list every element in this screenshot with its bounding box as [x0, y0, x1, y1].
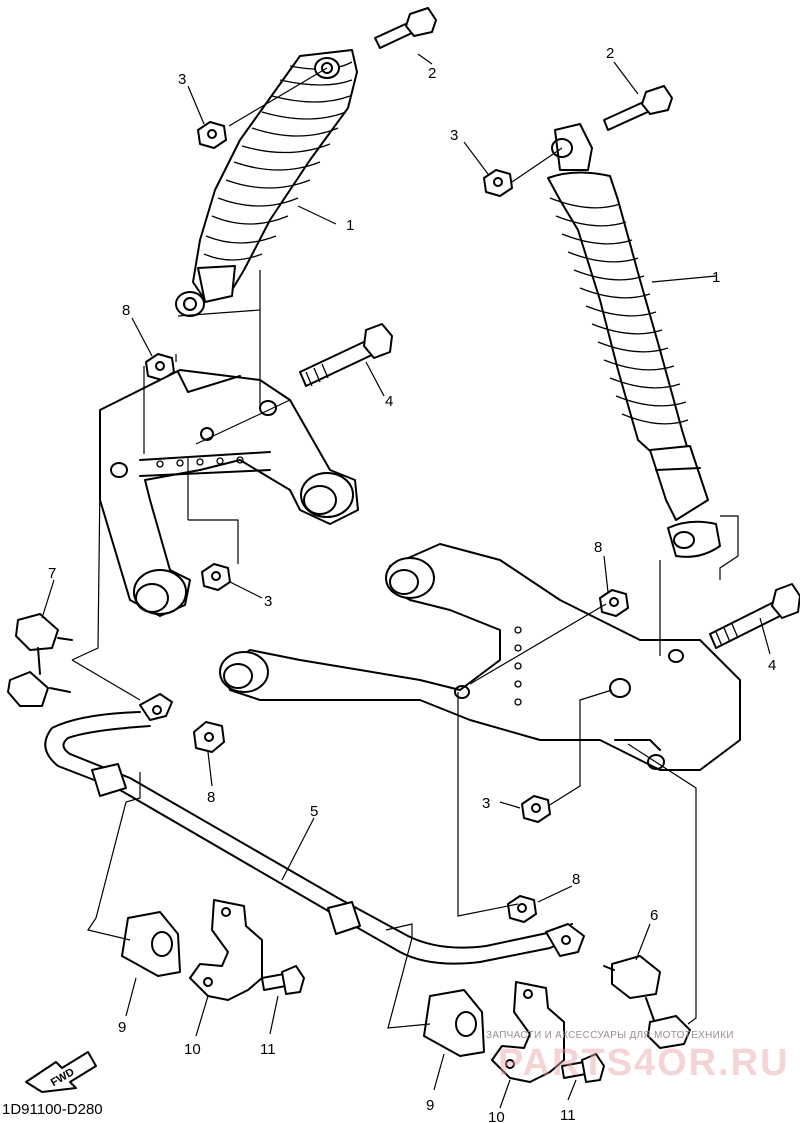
bushing-9-right	[423, 989, 485, 1057]
callout-2-right-bolt: 2	[606, 45, 614, 62]
bolt-2-left	[374, 7, 437, 49]
callout-6-link: 6	[650, 907, 658, 924]
leader-lines	[41, 53, 771, 1109]
link-rod-7	[7, 613, 73, 707]
bolt-11-left	[261, 965, 305, 995]
bolt-4-left	[299, 323, 393, 387]
forward-arrow: FWD	[25, 1051, 97, 1093]
callout-3-lower-right-nut: 3	[482, 795, 490, 812]
callout-3-right-top-nut: 3	[450, 127, 458, 144]
callout-10-right-bracket: 10	[488, 1109, 505, 1123]
callout-11-left-bolt: 11	[260, 1041, 276, 1058]
upper-arm-left	[99, 369, 359, 617]
left-shock-absorber	[175, 49, 358, 317]
nut-8-upper-right	[599, 589, 629, 617]
bolt-11-right	[561, 1053, 605, 1083]
callout-4-left-bolt: 4	[385, 393, 393, 410]
callout-1-left-shock: 1	[346, 217, 354, 234]
nut-8-upper-left	[145, 353, 175, 381]
callout-5-stabilizer: 5	[310, 803, 318, 820]
callout-8-right-stabilizer-nut: 8	[572, 871, 580, 888]
nut-3-middle-left	[201, 563, 231, 591]
callout-9-left-bushing: 9	[118, 1019, 126, 1036]
callout-11-right-bolt: 11	[560, 1107, 576, 1123]
callout-9-right-bushing: 9	[426, 1097, 434, 1114]
callout-8-left-upper-nut: 8	[122, 302, 130, 319]
watermark-logo: PARTS4OR.RU	[498, 1042, 790, 1084]
callout-7-link: 7	[48, 565, 56, 582]
callout-numbers: 2 3 1 8 4 3 7 8 5 9 10 11 2 3 1 8 4 3 8 …	[48, 45, 776, 1123]
nut-3-top-right	[483, 169, 513, 197]
diagram-code: 1D91100-D280	[2, 1101, 103, 1118]
nut-3-lower-right	[521, 795, 551, 823]
callout-10-left-bracket: 10	[184, 1041, 201, 1058]
nut-3-top-left	[197, 121, 227, 149]
nut-8-stabilizer-left	[193, 721, 225, 753]
callout-8-stabilizer-nut: 8	[207, 789, 215, 806]
lower-arm-right	[219, 543, 741, 771]
callout-3-middle-nut: 3	[264, 593, 272, 610]
bolt-4-right	[709, 583, 800, 649]
bushing-9-left	[121, 911, 181, 977]
bolt-2-right	[603, 85, 673, 131]
watermark-tagline: ЗАПЧАСТИ И АКСЕССУАРЫ ДЛЯ МОТОТЕХНИКИ	[486, 1030, 734, 1041]
callout-4-right-bolt: 4	[768, 657, 776, 674]
link-rod-6	[603, 955, 691, 1049]
stabilizer-bar	[44, 693, 585, 965]
nut-8-stabilizer-right	[507, 895, 537, 923]
callout-2-left-bolt: 2	[428, 65, 436, 82]
bracket-10-right	[491, 981, 565, 1083]
bracket-10-left	[189, 899, 263, 1001]
callout-8-right-upper-nut: 8	[594, 539, 602, 556]
callout-3-left-top-nut: 3	[178, 71, 186, 88]
callout-1-right-shock: 1	[712, 269, 720, 286]
right-shock-absorber	[547, 123, 721, 558]
